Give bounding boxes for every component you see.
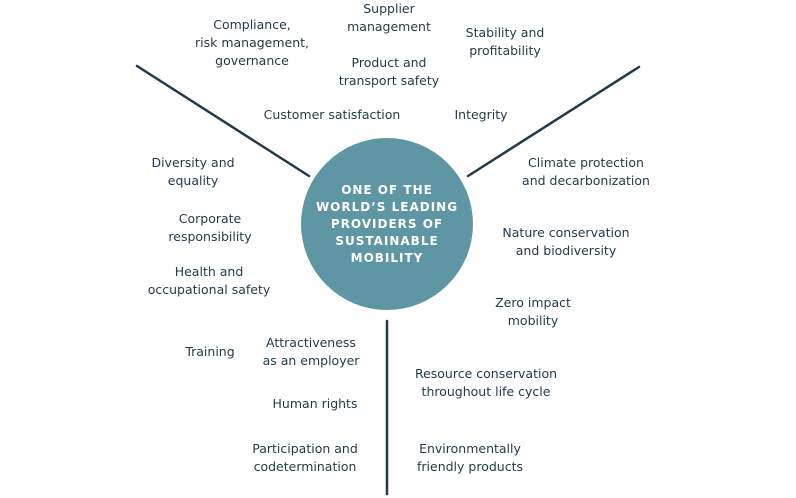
connector-line-left xyxy=(135,64,311,178)
topic-line: Health and xyxy=(174,264,244,279)
topic-line: Climate protection xyxy=(528,155,644,170)
center-circle: ONE OF THE WORLD’S LEADING PROVIDERS OF … xyxy=(301,138,473,310)
topic-line: mobility xyxy=(507,313,559,328)
topic-line: Participation and xyxy=(252,441,358,456)
topic-zero-impact-mobility: Zero impact mobility xyxy=(495,294,571,330)
topic-training: Training xyxy=(185,343,234,361)
topic-stability-profitability: Stability and profitability xyxy=(466,24,545,60)
topic-corporate-responsibility: Corporate responsibility xyxy=(168,210,251,246)
topic-participation-codetermination: Participation and codetermination xyxy=(252,440,358,476)
topic-line: Integrity xyxy=(454,107,508,122)
topic-line: Attractiveness xyxy=(266,335,356,350)
topic-line: equality xyxy=(167,173,219,188)
center-line: WORLD’S LEADING xyxy=(315,199,459,214)
topic-climate-protection: Climate protection and decarbonization xyxy=(522,154,650,190)
topic-line: Stability and xyxy=(465,25,545,40)
center-line: ONE OF THE xyxy=(341,182,433,197)
topic-line: transport safety xyxy=(338,73,440,88)
topic-resource-conservation: Resource conservation throughout life cy… xyxy=(415,365,557,401)
center-line: PROVIDERS OF xyxy=(330,216,444,231)
topic-line: Diversity and xyxy=(151,155,235,170)
topic-line: Customer satisfaction xyxy=(263,107,401,122)
topic-line: Supplier xyxy=(363,1,415,16)
topic-attractiveness-employer: Attractiveness as an employer xyxy=(263,334,360,370)
topic-line: and biodiversity xyxy=(515,243,617,258)
topic-line: Corporate xyxy=(178,211,242,226)
topic-line: as an employer xyxy=(262,353,360,368)
topic-line: occupational safety xyxy=(147,282,271,297)
topic-line: codetermination xyxy=(253,459,357,474)
topic-diversity-equality: Diversity and equality xyxy=(151,154,234,190)
topic-human-rights: Human rights xyxy=(273,395,358,413)
center-label: ONE OF THE WORLD’S LEADING PROVIDERS OF … xyxy=(312,182,462,267)
topic-line: responsibility xyxy=(168,229,252,244)
topic-line: profitability xyxy=(469,43,541,58)
topic-line: management xyxy=(347,19,431,34)
topic-integrity: Integrity xyxy=(454,106,507,124)
topic-environmentally-friendly-products: Environmentally friendly products xyxy=(417,440,523,476)
topic-line: friendly products xyxy=(417,459,523,474)
topic-health-safety: Health and occupational safety xyxy=(148,263,271,299)
topic-customer-satisfaction: Customer satisfaction xyxy=(264,106,401,124)
topic-line: throughout life cycle xyxy=(421,384,551,399)
topic-product-transport-safety: Product and transport safety xyxy=(339,54,439,90)
topic-line: Training xyxy=(185,344,235,359)
topic-nature-conservation: Nature conservation and biodiversity xyxy=(502,224,629,260)
topic-supplier-management: Supplier management xyxy=(347,0,431,36)
topic-line: Compliance, xyxy=(213,17,291,32)
topic-line: risk management, xyxy=(194,35,310,50)
topic-line: Human rights xyxy=(272,396,358,411)
topic-line: and decarbonization xyxy=(522,173,650,188)
topic-compliance: Compliance, risk management, governance xyxy=(195,16,309,70)
topic-line: Zero impact xyxy=(495,295,571,310)
topic-line: governance xyxy=(215,53,289,68)
center-line: SUSTAINABLE xyxy=(335,233,439,248)
center-line: MOBILITY xyxy=(350,250,424,265)
topic-line: Nature conservation xyxy=(502,225,630,240)
connector-line-right xyxy=(466,65,641,178)
topic-line: Product and xyxy=(351,55,427,70)
topic-line: Resource conservation xyxy=(414,366,558,381)
topic-line: Environmentally xyxy=(419,441,521,456)
